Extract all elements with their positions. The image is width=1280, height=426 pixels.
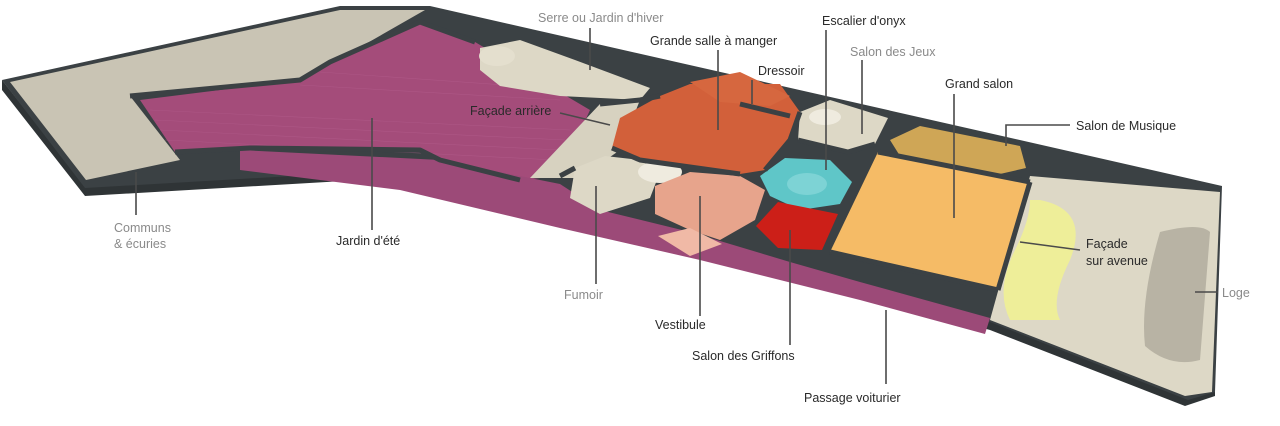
serre-apse <box>479 46 515 66</box>
fumoir-floor <box>570 156 660 214</box>
vestibule-steps <box>658 228 722 256</box>
label-jardin-ete: Jardin d'été <box>336 234 400 248</box>
interior-walls <box>129 19 1033 293</box>
salon-jeux-stair <box>809 109 841 125</box>
loge-block <box>1144 227 1210 363</box>
grand-salon-floor <box>830 152 1030 290</box>
label-salon-jeux: Salon des Jeux <box>850 45 936 59</box>
label-salon-griffons: Salon des Griffons <box>692 349 795 363</box>
leader-lines <box>135 28 1218 384</box>
label-fumoir: Fumoir <box>564 288 603 302</box>
label-dressoir: Dressoir <box>758 64 805 78</box>
label-escalier-onyx: Escalier d'onyx <box>822 14 906 28</box>
jardin-ete-floor <box>140 22 590 180</box>
label-facade-avenue-line1: Façade <box>1086 237 1128 251</box>
escalier-spiral <box>787 173 827 195</box>
label-salon-musique: Salon de Musique <box>1076 119 1176 133</box>
facade-arriere-floor <box>530 100 640 178</box>
salon-griffons-floor <box>756 202 838 250</box>
label-loge: Loge <box>1222 286 1250 300</box>
facade-avenue-steps <box>1003 200 1076 320</box>
label-facade-arriere: Façade arrière <box>470 104 551 118</box>
label-serre: Serre ou Jardin d'hiver <box>538 11 663 25</box>
label-facade-avenue-line2: sur avenue <box>1086 254 1148 268</box>
labels: Communs & écuries Jardin d'été Serre ou … <box>114 11 1250 405</box>
dressoir-floor <box>690 72 790 106</box>
label-grand-salon: Grand salon <box>945 77 1013 91</box>
salon-musique-floor <box>890 126 1026 174</box>
label-grande-salle: Grande salle à manger <box>650 34 777 48</box>
vestibule-floor <box>655 172 765 240</box>
label-communs-line2: & écuries <box>114 237 166 251</box>
communs-floor <box>10 10 425 180</box>
serre-floor <box>480 40 650 100</box>
label-passage-voiturier: Passage voiturier <box>804 391 901 405</box>
passage-floor <box>240 150 990 334</box>
label-communs-line1: Communs <box>114 221 171 235</box>
label-vestibule: Vestibule <box>655 318 706 332</box>
